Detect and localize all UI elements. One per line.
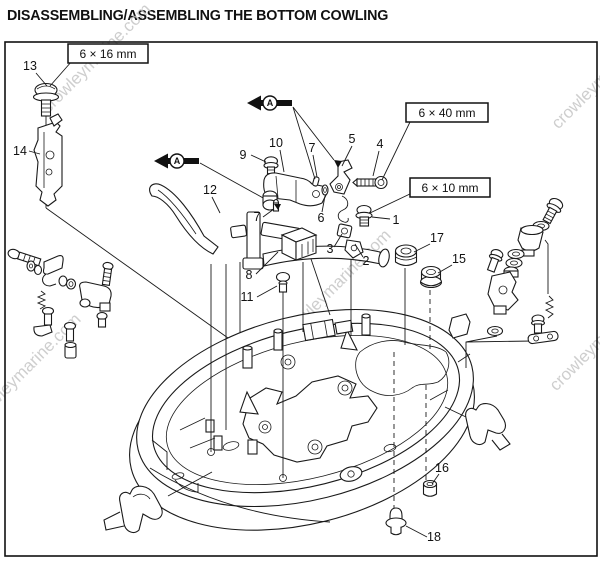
callout-1: 1 xyxy=(393,213,400,227)
callout-4: 4 xyxy=(377,137,384,151)
callout-9: 9 xyxy=(240,148,247,162)
part-1-bolt xyxy=(355,204,373,227)
callout-14: 14 xyxy=(13,144,27,158)
view-marker-a-top: A xyxy=(247,95,292,111)
page-title: DISASSEMBLING/ASSEMBLING THE BOTTOM COWL… xyxy=(7,8,388,24)
callout-16: 16 xyxy=(435,461,449,475)
part-8-box xyxy=(280,227,318,261)
part-3-hook-seal xyxy=(336,195,353,239)
callout-10: 10 xyxy=(269,136,283,150)
part-11-bolt xyxy=(275,271,291,293)
callout-2: 2 xyxy=(363,254,370,268)
cowling-interior-details xyxy=(179,313,471,463)
part-13-bolt xyxy=(32,82,60,117)
spec-box-6x16-text: 6 × 16 mm xyxy=(79,47,136,61)
spec-box-6x10: 6 × 10 mm xyxy=(409,177,491,198)
callout-5: 5 xyxy=(349,132,356,146)
callout-15: 15 xyxy=(452,252,466,266)
latch-hook-right xyxy=(465,403,511,451)
latch-hook-left xyxy=(103,485,163,533)
callout-3: 3 xyxy=(327,242,334,256)
callout-numbers: 13 14 9 10 7 5 4 12 7 6 1 3 2 17 15 8 11… xyxy=(13,59,466,544)
part-4-bolt xyxy=(352,175,388,190)
callout-18: 18 xyxy=(427,530,441,544)
part-5-lever xyxy=(329,159,353,195)
part-6-washer xyxy=(321,184,329,196)
view-marker-a-label: A xyxy=(174,156,181,166)
diagram-frame xyxy=(4,41,598,557)
part-7-pin-upper xyxy=(312,176,320,187)
fuel-connector-assembly xyxy=(7,248,114,359)
assembly-lines xyxy=(45,84,549,508)
callout-6: 6 xyxy=(318,211,325,225)
spec-box-6x40: 6 × 40 mm xyxy=(405,102,489,123)
view-marker-a-label: A xyxy=(267,98,274,108)
latch-assembly xyxy=(486,197,564,345)
part-17-grommet xyxy=(394,244,418,267)
view-marker-a-left: A xyxy=(154,153,199,169)
part-15-grommet xyxy=(419,265,443,289)
callout-leader-lines xyxy=(28,60,453,538)
callout-17: 17 xyxy=(430,231,444,245)
spec-box-6x10-text: 6 × 10 mm xyxy=(421,181,478,195)
spec-box-6x16: 6 × 16 mm xyxy=(67,43,149,64)
part-18-plug xyxy=(385,507,407,536)
part-14-bracket xyxy=(33,113,63,207)
spec-box-6x40-text: 6 × 40 mm xyxy=(418,106,475,120)
callout-7a: 7 xyxy=(309,141,316,155)
callout-13: 13 xyxy=(23,59,37,73)
callout-8: 8 xyxy=(246,268,253,282)
callout-7b: 7 xyxy=(254,210,261,224)
callout-12: 12 xyxy=(203,183,217,197)
part-2-hook-plate xyxy=(344,239,364,259)
callout-11: 11 xyxy=(241,290,254,304)
part-16-grommet xyxy=(422,479,438,497)
